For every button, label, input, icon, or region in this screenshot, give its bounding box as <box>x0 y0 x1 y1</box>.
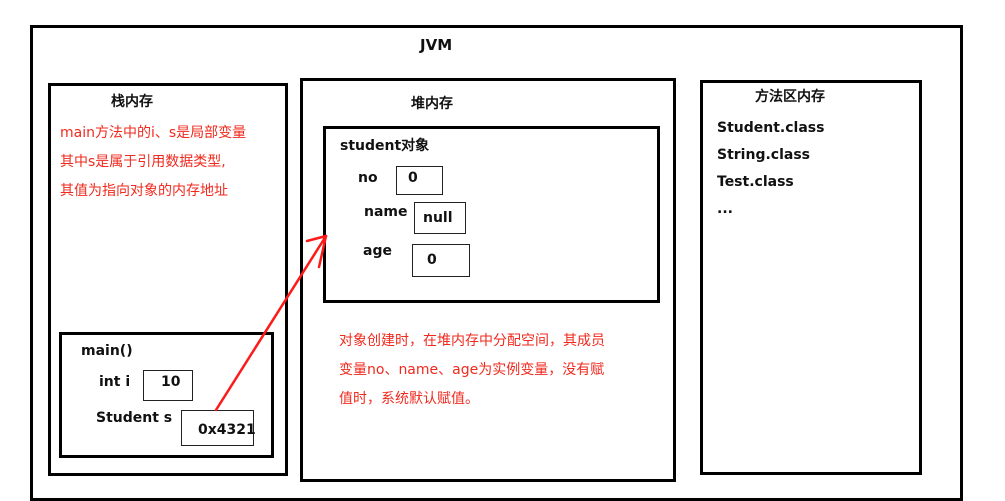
heap-memory-title: 堆内存 <box>411 96 453 112</box>
method-area-item-student-class: Student.class <box>717 120 825 136</box>
stack-note-line-1: main方法中的i、s是局部变量 <box>60 125 247 141</box>
field-label-no: no <box>358 170 378 186</box>
student-object-title: student对象 <box>340 138 430 154</box>
method-area-title: 方法区内存 <box>755 89 825 105</box>
field-label-name: name <box>364 204 408 220</box>
method-area-box <box>700 80 922 475</box>
main-frame-title: main() <box>81 343 133 359</box>
var-value-int-i-text: 10 <box>161 374 181 390</box>
var-label-int-i: int i <box>99 374 131 390</box>
var-value-student-s-text: 0x4321 <box>198 422 256 438</box>
var-value-student-s: 0x4321 <box>181 410 256 446</box>
jvm-title: JVM <box>420 36 453 54</box>
field-value-no: 0 <box>396 166 443 195</box>
field-value-name-text: null <box>423 210 453 226</box>
var-label-student-s: Student s <box>96 410 173 426</box>
heap-note-line-2: 变量no、name、age为实例变量，没有赋 <box>339 362 605 378</box>
method-area-item-ellipsis: ... <box>717 201 733 217</box>
heap-note-line-3: 值时，系统默认赋值。 <box>339 391 479 407</box>
stack-note-line-2: 其中s是属于引用数据类型, <box>60 154 226 170</box>
var-value-int-i: 10 <box>143 370 193 401</box>
method-area-item-string-class: String.class <box>717 147 810 163</box>
stack-note-line-3: 其值为指向对象的内存地址 <box>60 183 228 199</box>
field-value-age-text: 0 <box>427 252 437 268</box>
method-area-item-test-class: Test.class <box>717 174 794 190</box>
field-value-name: null <box>414 202 466 234</box>
field-value-no-text: 0 <box>408 170 418 186</box>
stack-memory-title: 栈内存 <box>111 94 153 110</box>
heap-note-line-1: 对象创建时，在堆内存中分配空间，其成员 <box>339 333 605 349</box>
student-object-box <box>323 126 660 303</box>
field-value-age: 0 <box>412 244 470 277</box>
field-label-age: age <box>363 243 392 259</box>
